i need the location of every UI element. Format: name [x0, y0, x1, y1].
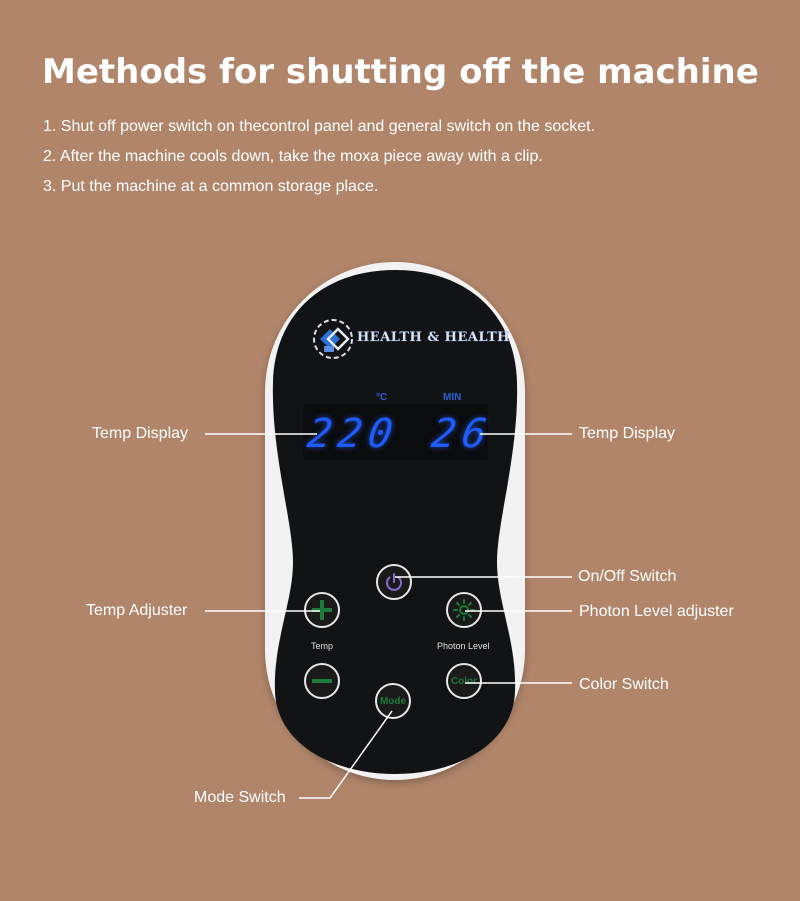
callout-mode-switch: Mode Switch [194, 789, 286, 806]
mode-button-label: Mode [379, 695, 407, 707]
color-button[interactable]: Color [446, 663, 482, 699]
callout-temp-display-right: Temp Display [579, 425, 676, 442]
callout-on-off: On/Off Switch [578, 568, 677, 585]
callout-photon-adjuster: Photon Level adjuster [579, 603, 734, 620]
plus-icon [312, 600, 332, 620]
page-title: Methods for shutting off the machine [42, 52, 759, 92]
brand: HEALTH & HEALTH [310, 316, 510, 362]
color-button-label: Color [450, 675, 478, 687]
step-item: 2. After the machine cools down, take th… [43, 148, 543, 165]
mode-button[interactable]: Mode [375, 683, 411, 719]
temp-readout: 220 [304, 411, 402, 457]
step-item: 3. Put the machine at a common storage p… [43, 178, 379, 195]
device-face [272, 270, 518, 774]
minus-icon [312, 679, 332, 683]
temp-down-button[interactable] [304, 663, 340, 699]
callout-temp-display-left: Temp Display [92, 425, 189, 442]
power-icon [386, 573, 402, 591]
temp-label: Temp [311, 641, 334, 651]
callout-color-switch: Color Switch [579, 676, 669, 693]
callout-temp-adjuster: Temp Adjuster [86, 602, 188, 619]
steps-list: 1. Shut off power switch on thecontrol p… [43, 117, 595, 207]
light-bulb-icon [453, 599, 475, 621]
time-readout: 26 [428, 411, 496, 457]
time-unit: MIN [443, 392, 462, 403]
temp-up-button[interactable] [304, 592, 340, 628]
photon-level-button[interactable] [446, 592, 482, 628]
temp-unit: °C [376, 392, 388, 403]
photon-level-label: Photon Level [437, 641, 490, 651]
power-button[interactable] [376, 564, 412, 600]
step-item: 1. Shut off power switch on thecontrol p… [43, 118, 596, 135]
brand-logo-icon [313, 319, 353, 359]
brand-name: HEALTH & HEALTH [357, 330, 510, 345]
